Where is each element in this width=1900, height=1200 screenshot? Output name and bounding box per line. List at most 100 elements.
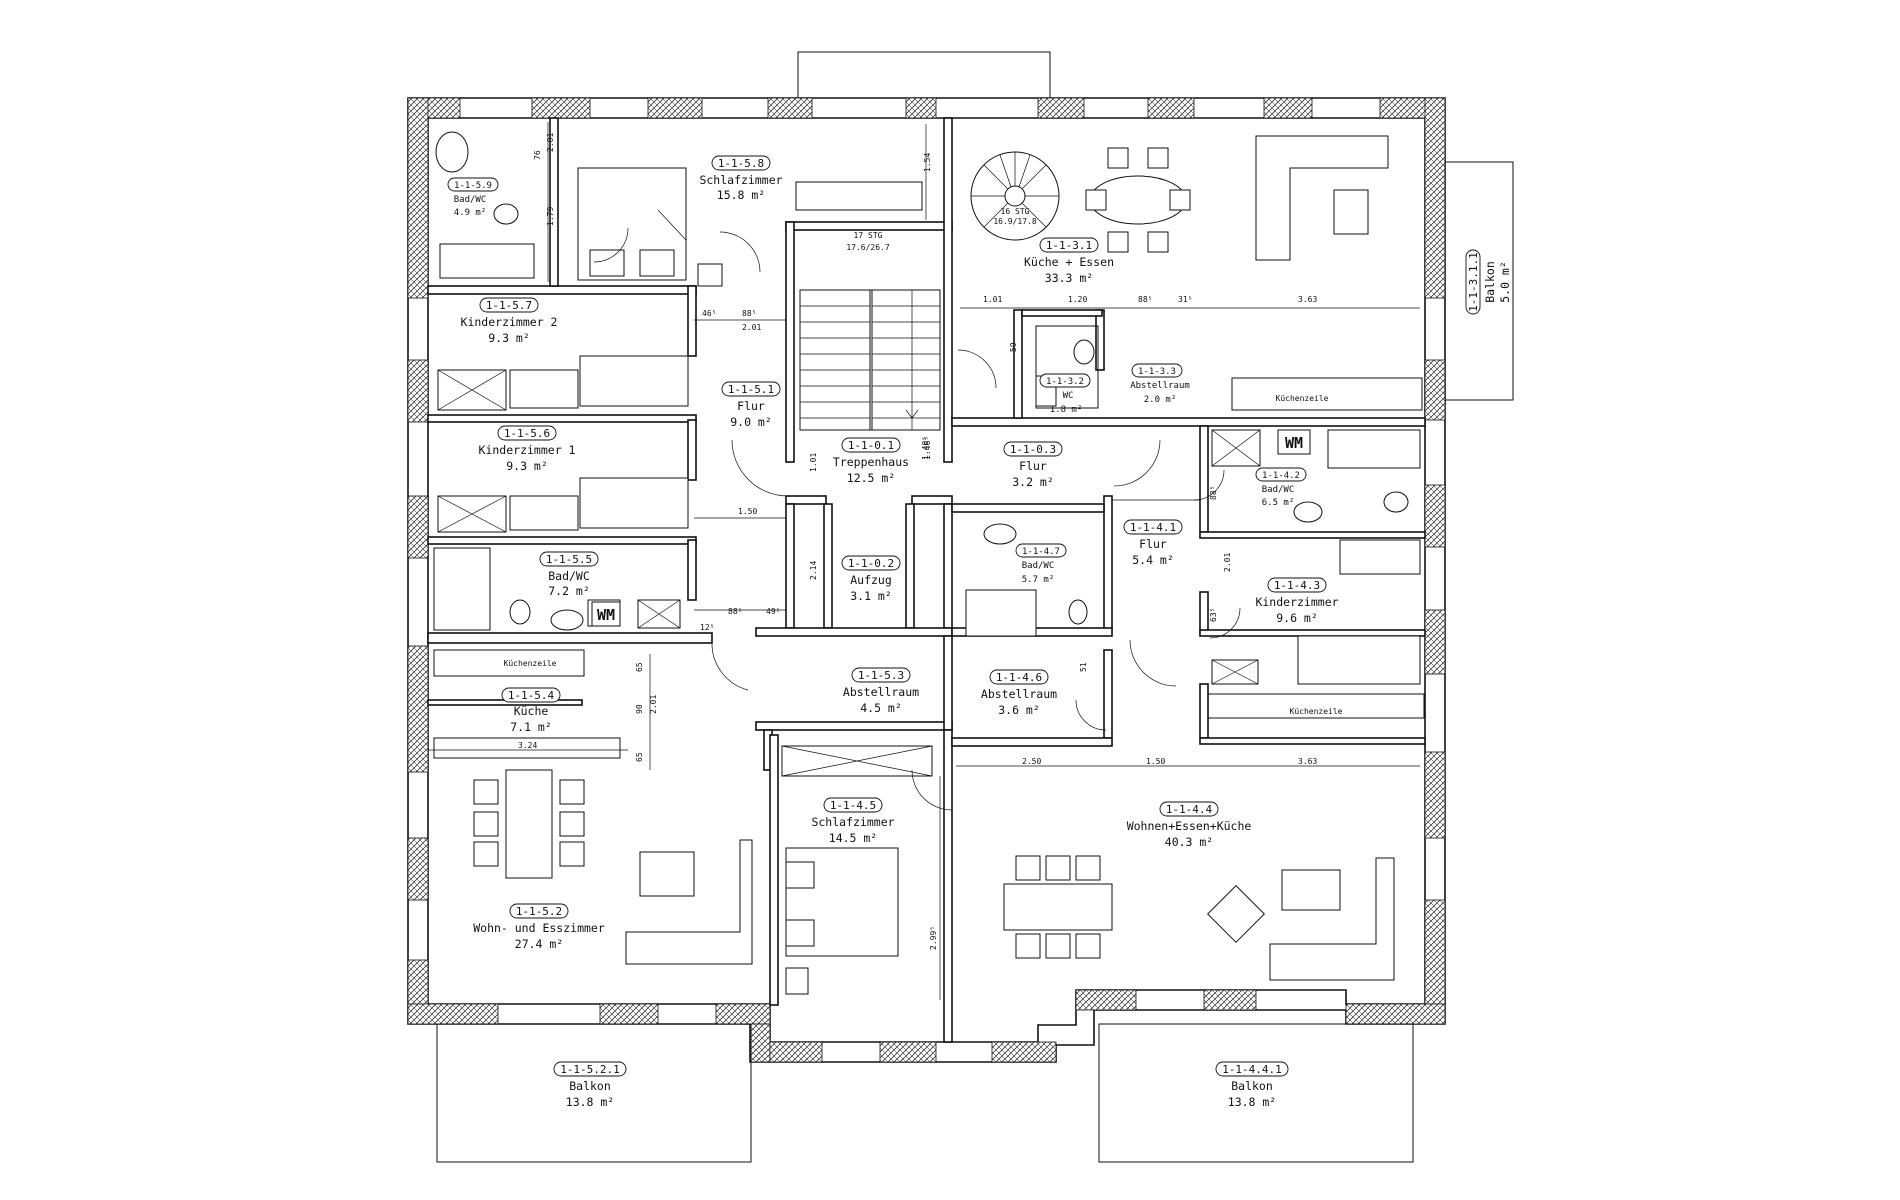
room-area: 9.3 m² (488, 331, 530, 345)
misc-labels: Küchenzeile Küchenzeile Küchenzeile WM W… (504, 207, 1343, 716)
room-name: Küche + Essen (1024, 255, 1114, 269)
dim-label: 88⁵ (728, 607, 742, 616)
room-area: 7.2 m² (548, 584, 590, 598)
dim-label: 2.14 (809, 561, 818, 580)
room-name: Flur (1139, 537, 1167, 551)
dim-label: 2.01 (649, 695, 658, 714)
room-label: 1-1-5.9 Bad/WC 4.9 m² (447, 177, 499, 218)
dim-label: 31⁵ (1178, 295, 1192, 304)
room-id: 1-1-5.7 (486, 299, 532, 312)
room-area: 5.7 m² (1022, 575, 1055, 585)
dim-label: 2.50 (1022, 757, 1041, 766)
spiral-staircase (970, 151, 1060, 241)
room-id: 1-1-4.1 (1130, 521, 1176, 534)
interior-walls (427, 117, 1426, 1043)
dim-label: 2.99⁵ (929, 926, 938, 950)
dim-label: 46⁵ (702, 309, 716, 318)
dim-label: 2.01 (742, 323, 761, 332)
room-id: 1-1-0.2 (848, 557, 894, 570)
washing-machine-label: WM (597, 606, 615, 624)
furniture (433, 131, 1425, 995)
spiral-stairs-count: 16 STG (1001, 207, 1030, 216)
dim-label: 1.50 (738, 507, 757, 516)
room-area: 13.8 m² (566, 1095, 614, 1109)
room-name: Küche (514, 704, 549, 718)
room-label: 1-1-4.6 Abstellraum 3.6 m² (981, 669, 1057, 717)
room-name: Balkon (1231, 1079, 1273, 1093)
room-id: 1-1-0.1 (848, 439, 894, 452)
dim-label: 1.79 (546, 207, 555, 226)
dim-label: 88⁵ (742, 309, 756, 318)
room-id: 1-1-5.5 (546, 553, 592, 566)
room-label: 1-1-4.4.1 Balkon 13.8 m² (1215, 1061, 1289, 1109)
room-id: 1-1-4.3 (1274, 579, 1320, 592)
room-label: 1-1-4.3 Kinderzimmer 9.6 m² (1255, 577, 1339, 625)
dim-label: 90 (635, 704, 644, 714)
room-name: Bad/WC (1262, 485, 1295, 495)
room-area: 7.1 m² (510, 720, 552, 734)
room-area: 33.3 m² (1045, 271, 1093, 285)
room-label: 1-1-5.2.1 Balkon 13.8 m² (553, 1061, 627, 1109)
room-name: Aufzug (850, 573, 892, 587)
room-area: 40.3 m² (1165, 835, 1213, 849)
room-area: 27.4 m² (515, 937, 563, 951)
room-name: Kinderzimmer (1255, 595, 1338, 609)
balcony-left (436, 1023, 752, 1163)
room-area: 3.1 m² (850, 589, 892, 603)
kuechenzeile-label: Küchenzeile (504, 659, 557, 668)
room-name: WC (1063, 391, 1074, 401)
dim-label: 88⁵ (1209, 486, 1218, 500)
dim-label: 1.01 (983, 295, 1002, 304)
room-label: 1-1-4.5 Schlafzimmer 14.5 m² (811, 797, 895, 845)
dim-label: 76 (533, 150, 542, 160)
room-area: 3.2 m² (1012, 475, 1054, 489)
room-label: 1-1-0.2 Aufzug 3.1 m² (841, 555, 901, 603)
room-id: 1-1-4.4.1 (1222, 1063, 1282, 1076)
room-label: 1-1-0.1 Treppenhaus 12.5 m² (833, 437, 909, 485)
room-id: 1-1-5.1 (728, 383, 774, 396)
room-label: 1-1-4.2 Bad/WC 6.5 m² (1255, 467, 1307, 508)
balcony-right (1098, 1023, 1414, 1163)
room-name: Wohn- und Esszimmer (473, 921, 605, 935)
dim-label: 1.40⁵ (921, 436, 930, 460)
stairs-count: 17 STG (854, 231, 883, 240)
room-label: 1-1-0.3 Flur 3.2 m² (1003, 441, 1063, 489)
dim-label: 1.46⁵ (923, 436, 932, 460)
room-label: 1-1-5.6 Kinderzimmer 1 9.3 m² (479, 425, 576, 473)
room-id: 1-1-5.6 (504, 427, 550, 440)
room-area: 4.5 m² (860, 701, 902, 715)
room-area: 5.4 m² (1132, 553, 1174, 567)
room-name: Flur (737, 399, 765, 413)
dim-label: 1.20 (1068, 295, 1087, 304)
balconies (436, 161, 1514, 1163)
dim-label: 63⁵ (1209, 608, 1218, 622)
washing-machine-label: WM (1285, 434, 1303, 452)
room-id: 1-1-4.4 (1166, 803, 1213, 816)
dim-label: 12⁵ (700, 623, 714, 632)
room-id: 1-1-4.5 (830, 799, 876, 812)
dimension-labels: 2.01 76 1.79 1.54 46⁵ 88⁵ 2.01 1.50 1.01… (518, 133, 1317, 950)
room-area: 13.8 m² (1228, 1095, 1276, 1109)
dim-label: 2.01 (1223, 553, 1232, 572)
dim-label: 59 (1009, 342, 1018, 352)
room-label: 1-1-3.1 Küche + Essen 33.3 m² (1024, 237, 1114, 285)
room-labels: 1-1-5.8 Schlafzimmer 15.8 m² 1-1-5.9 Bad… (447, 155, 1512, 1109)
dim-label: 2.01 (546, 133, 555, 152)
room-name: Balkon (569, 1079, 611, 1093)
room-label: 1-1-4.4 Wohnen+Essen+Küche 40.3 m² (1127, 801, 1251, 849)
room-area: 9.0 m² (730, 415, 772, 429)
room-id: 1-1-5.3 (858, 669, 904, 682)
room-area: 1.8 m² (1050, 405, 1083, 415)
room-label: 1-1-5.7 Kinderzimmer 2 9.3 m² (461, 297, 557, 345)
dim-label: 65 (635, 662, 644, 672)
room-area: 9.3 m² (506, 459, 548, 473)
room-id: 1-1-3.2 (1046, 377, 1084, 387)
room-area: 3.6 m² (998, 703, 1040, 717)
room-label: 1-1-5.4 Küche 7.1 m² (501, 687, 561, 734)
room-label: 1-1-5.2 Wohn- und Esszimmer 27.4 m² (473, 903, 605, 951)
room-name: Abstellraum (981, 687, 1057, 701)
dimension-lines (428, 122, 1420, 1000)
room-id: 1-1-5.4 (508, 689, 555, 702)
dim-label: 3.63 (1298, 757, 1317, 766)
room-id: 1-1-5.9 (454, 181, 492, 191)
